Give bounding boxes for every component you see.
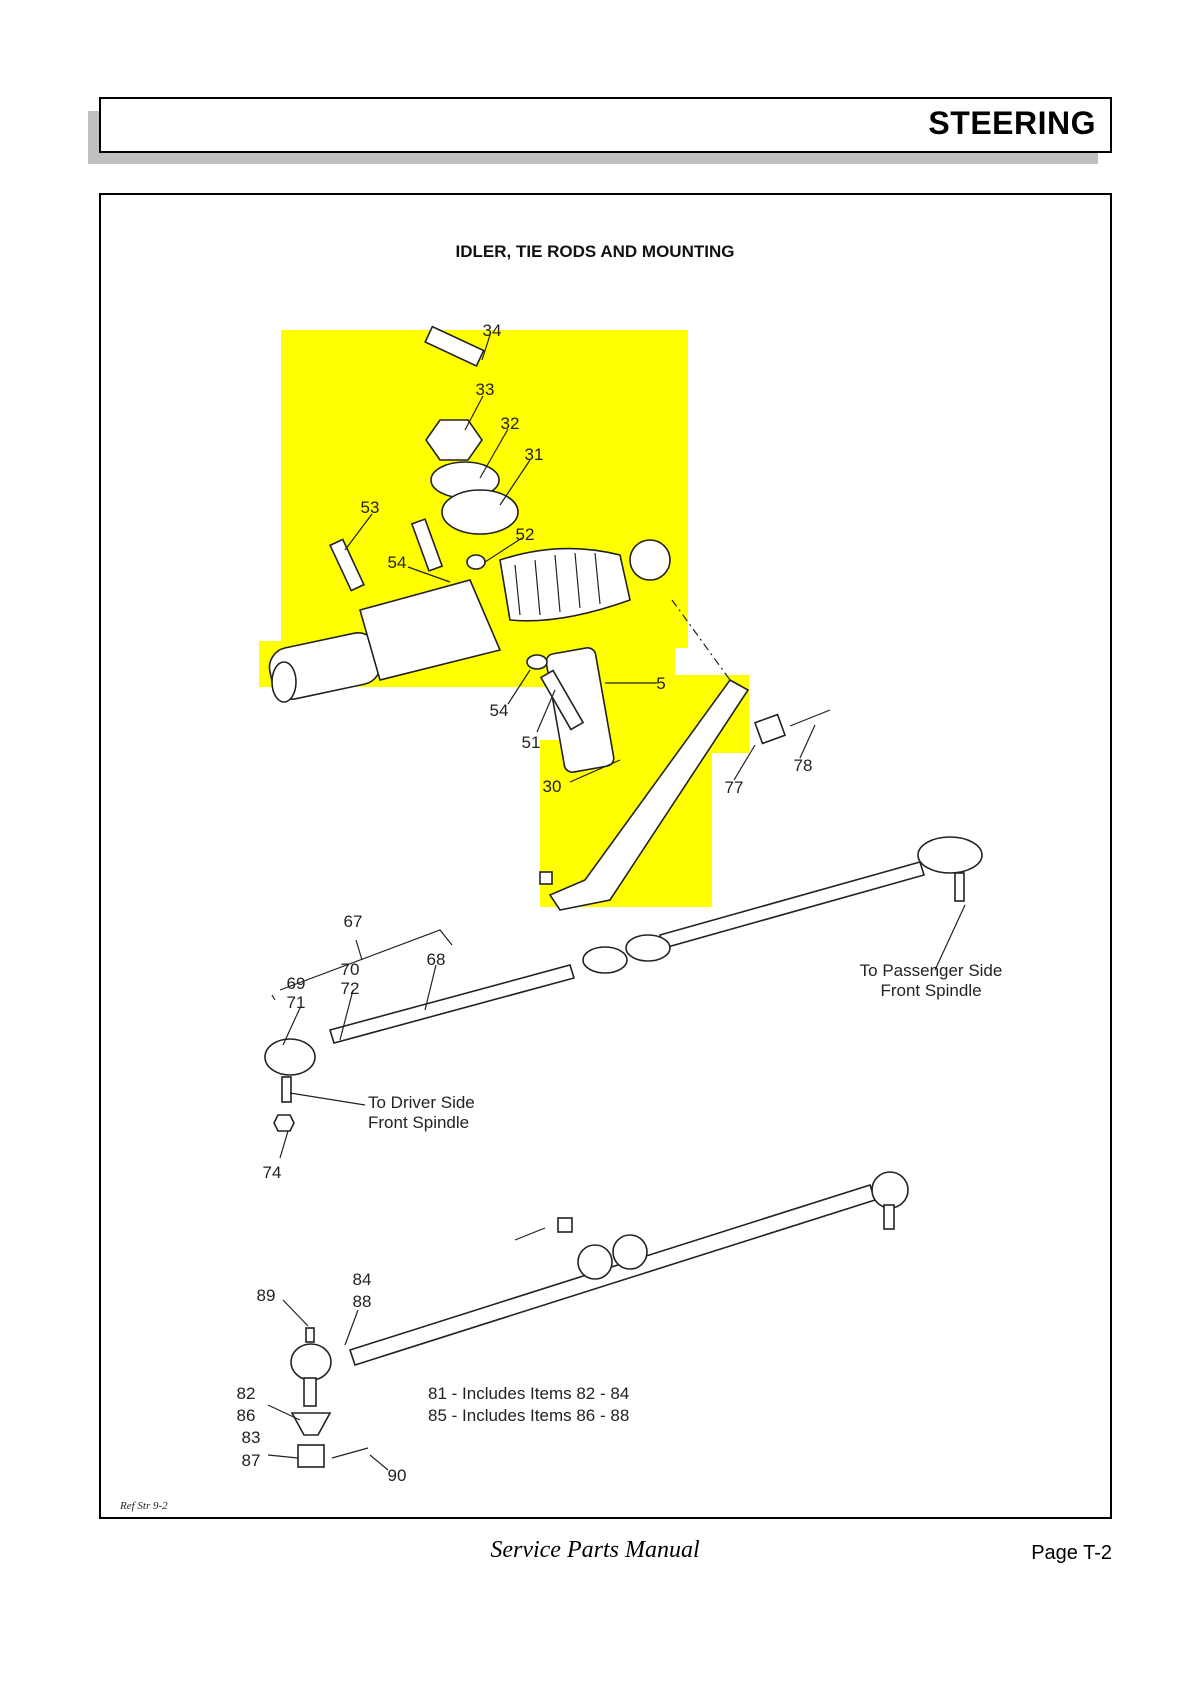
callout-77: 77 [725,778,744,797]
legend-line-1: 81 - Includes Items 82 - 84 [428,1384,629,1403]
callout-31: 31 [525,445,544,464]
diagram-title: IDLER, TIE RODS AND MOUNTING [456,242,735,261]
callout-67: 67 [344,912,363,931]
callout-78: 78 [794,756,813,775]
callout-34: 34 [483,321,502,340]
callout-90: 90 [388,1466,407,1485]
callout-87: 87 [242,1451,261,1470]
leader-lines [267,334,966,1471]
callout-74: 74 [263,1163,282,1182]
diagram-frame [99,193,1112,1519]
callout-5: 5 [656,674,665,693]
callout-82: 82 [237,1384,256,1403]
section-title: STEERING [928,105,1096,141]
callout-52: 52 [516,525,535,544]
passenger-note-line2: Front Spindle [880,981,981,1000]
callout-88: 88 [353,1292,372,1311]
tie-rod-assembly [264,836,983,1132]
callout-72: 72 [341,979,360,998]
steering-gear-drawing [268,325,831,911]
passenger-note-line1: To Passenger Side [860,961,1003,980]
callout-68: 68 [427,950,446,969]
callout-83: 83 [242,1428,261,1447]
callout-32: 32 [501,414,520,433]
callout-54b: 54 [490,701,509,720]
section-header: STEERING [99,97,1112,153]
callout-89: 89 [257,1286,276,1305]
callout-54: 54 [388,553,407,572]
callout-30: 30 [543,777,562,796]
driver-note-line1: To Driver Side [368,1093,475,1112]
callout-53: 53 [361,498,380,517]
callout-70: 70 [341,960,360,979]
callout-69: 69 [287,974,306,993]
callout-51: 51 [522,733,541,752]
callout-86: 86 [237,1406,256,1425]
manual-title: Service Parts Manual [490,1537,700,1563]
reference-code: Ref Str 9-2 [119,1500,168,1512]
callout-71: 71 [287,993,306,1012]
driver-note-line2: Front Spindle [368,1113,469,1132]
legend-line-2: 85 - Includes Items 86 - 88 [428,1406,629,1425]
callout-33: 33 [476,380,495,399]
callout-84: 84 [353,1270,372,1289]
page-number: Page T-2 [1031,1542,1112,1564]
tie-rod-kit-drawing [290,1171,909,1468]
